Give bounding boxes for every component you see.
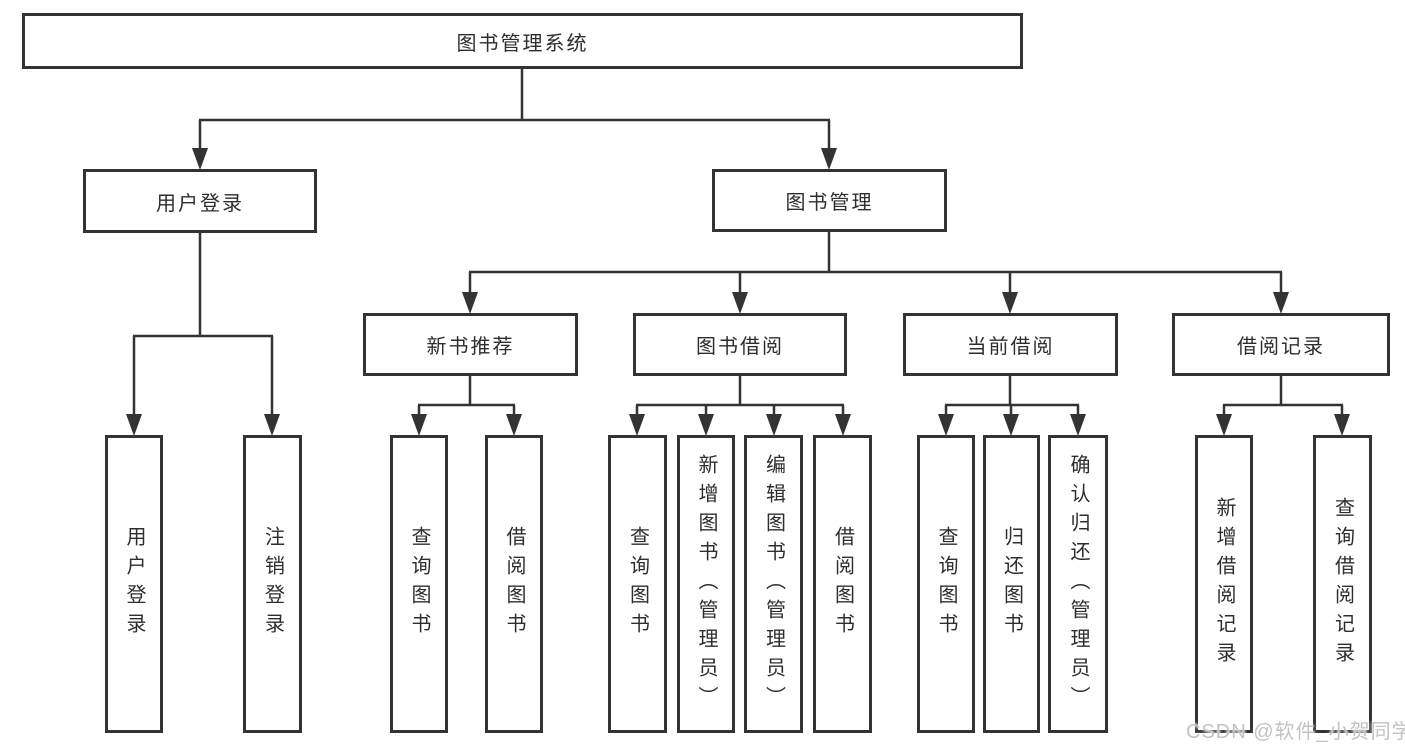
leaf-label: 查询图书 — [626, 526, 649, 642]
connector-root-to-level2 — [192, 69, 837, 170]
connector-new-books-to-leaves — [411, 376, 522, 436]
node-label: 图书管理系统 — [456, 32, 589, 55]
arrow-down-icon — [1002, 292, 1018, 314]
node-borrowing-records: 借阅记录 — [1172, 313, 1390, 376]
leaf-return-books: 归还图书 — [983, 435, 1040, 733]
node-book-management: 图书管理 — [712, 169, 947, 232]
leaf-label: 归还图书 — [1000, 526, 1023, 642]
arrow-down-icon — [1216, 414, 1232, 436]
arrow-down-icon — [462, 292, 478, 314]
connector-book-borrowing-to-leaves — [629, 376, 851, 436]
leaf-add-borrow-record: 新增借阅记录 — [1195, 435, 1253, 733]
arrow-down-icon — [938, 414, 954, 436]
node-book-borrowing: 图书借阅 — [633, 313, 847, 376]
node-user-login: 用户登录 — [83, 169, 317, 233]
leaf-search-books-borrowing: 查询图书 — [608, 435, 667, 733]
leaf-logout: 注销登录 — [243, 435, 302, 733]
leaf-label: 注销登录 — [261, 526, 284, 642]
node-label: 图书借阅 — [696, 336, 784, 358]
arrow-down-icon — [835, 414, 851, 436]
node-new-book-recommendation: 新书推荐 — [363, 313, 578, 376]
arrow-down-icon — [821, 148, 837, 170]
leaf-add-book-admin: 新增图书（管理员） — [677, 435, 735, 733]
arrow-down-icon — [732, 292, 748, 314]
leaf-label: 新增图书（管理员） — [695, 453, 717, 715]
arrow-down-icon — [411, 414, 427, 436]
node-label: 图书管理 — [785, 192, 874, 214]
node-label: 借阅记录 — [1237, 336, 1325, 358]
arrow-down-icon — [506, 414, 522, 436]
leaf-edit-book-admin: 编辑图书（管理员） — [744, 435, 803, 733]
leaf-label: 查询借阅记录 — [1331, 497, 1354, 671]
arrow-down-icon — [698, 414, 714, 436]
arrow-down-icon — [1003, 414, 1019, 436]
arrow-down-icon — [1070, 414, 1086, 436]
node-current-borrowing: 当前借阅 — [903, 313, 1118, 376]
node-library-management-system: 图书管理系统 — [22, 13, 1023, 69]
leaf-label: 借阅图书 — [831, 526, 854, 642]
leaf-borrow-books-borrowing: 借阅图书 — [813, 435, 872, 733]
leaf-label: 用户登录 — [123, 526, 145, 642]
node-label: 新书推荐 — [426, 336, 515, 358]
leaf-label: 查询图书 — [935, 526, 957, 642]
leaf-search-books-current: 查询图书 — [917, 435, 975, 733]
connector-current-borrowing-to-leaves — [938, 376, 1086, 436]
watermark: CSDN @软件_小贺同学 — [1186, 721, 1405, 743]
leaf-label: 新增借阅记录 — [1213, 497, 1235, 671]
leaf-user-login: 用户登录 — [105, 435, 163, 733]
leaf-search-books-recommend: 查询图书 — [390, 435, 448, 733]
arrow-down-icon — [264, 414, 280, 436]
leaf-label: 查询图书 — [408, 526, 430, 642]
connector-user-login-to-leaves — [126, 233, 280, 436]
arrow-down-icon — [1334, 414, 1350, 436]
leaf-label: 确认归还（管理员） — [1067, 453, 1089, 715]
arrow-down-icon — [1273, 292, 1289, 314]
connector-borrowing-records-to-leaves — [1216, 376, 1350, 436]
leaf-label: 编辑图书（管理员） — [762, 453, 785, 715]
arrow-down-icon — [126, 414, 142, 436]
arrow-down-icon — [629, 414, 645, 436]
leaf-label: 借阅图书 — [503, 526, 525, 642]
arrow-down-icon — [192, 148, 208, 170]
leaf-confirm-return-admin: 确认归还（管理员） — [1048, 435, 1108, 733]
node-label: 用户登录 — [156, 192, 244, 215]
arrow-down-icon — [766, 414, 782, 436]
leaf-search-borrow-record: 查询借阅记录 — [1313, 435, 1372, 733]
node-label: 当前借阅 — [966, 336, 1055, 358]
leaf-borrow-books-recommend: 借阅图书 — [485, 435, 543, 733]
connector-book-management-to-level3 — [462, 232, 1289, 314]
